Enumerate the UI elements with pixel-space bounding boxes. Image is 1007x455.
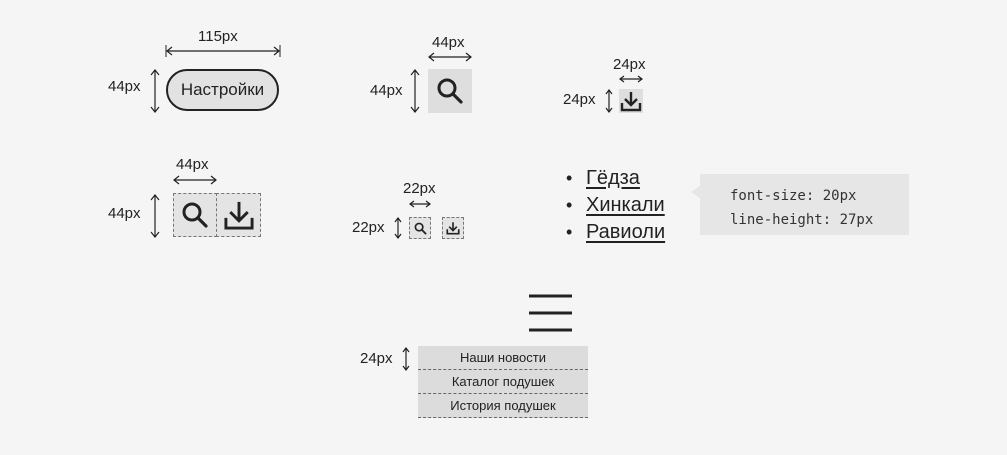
height-label: 44px	[108, 205, 141, 222]
settings-button[interactable]: Настройки	[166, 69, 279, 111]
nav-menu: Наши новости Каталог подушек История под…	[418, 346, 588, 418]
css-note: font-size: 20px line-height: 27px	[700, 174, 909, 235]
menu-item[interactable]: Наши новости	[418, 346, 588, 370]
settings-button-label: Настройки	[180, 80, 265, 99]
download-button[interactable]	[619, 89, 643, 113]
search-icon	[182, 202, 208, 228]
search-button[interactable]	[173, 193, 217, 237]
height-arrow	[394, 217, 402, 239]
link-list: Гёдза Хинкали Равиоли	[566, 165, 665, 246]
width-arrow	[428, 52, 472, 62]
height-arrow	[402, 347, 410, 371]
width-label: 22px	[403, 180, 436, 197]
search-button[interactable]	[409, 217, 431, 239]
menu-item[interactable]: Каталог подушек	[418, 370, 588, 394]
height-label: 44px	[108, 78, 141, 95]
height-arrow	[410, 69, 420, 113]
hamburger-button[interactable]	[529, 294, 573, 334]
download-button[interactable]	[216, 193, 261, 237]
width-arrow	[619, 75, 643, 83]
list-item[interactable]: Равиоли	[566, 219, 665, 246]
list-link[interactable]: Хинкали	[586, 194, 665, 216]
height-label: 44px	[370, 82, 403, 99]
height-label: 24px	[360, 350, 393, 367]
search-button[interactable]	[428, 69, 472, 113]
height-label: 22px	[352, 219, 385, 236]
list-link[interactable]: Гёдза	[586, 167, 640, 189]
height-arrow	[605, 89, 613, 113]
width-label: 44px	[176, 156, 209, 173]
width-label: 115px	[198, 28, 238, 45]
callout-pointer	[691, 185, 701, 199]
css-line: font-size: 20px	[730, 188, 857, 204]
width-arrow	[173, 175, 217, 185]
width-label: 24px	[613, 56, 646, 73]
height-arrow	[150, 69, 160, 113]
list-link[interactable]: Равиоли	[586, 221, 666, 243]
height-arrow	[150, 194, 160, 238]
download-icon	[223, 201, 254, 230]
hamburger-icon	[529, 294, 572, 332]
width-label: 44px	[432, 34, 465, 51]
list-item[interactable]: Хинкали	[566, 192, 665, 219]
height-label: 24px	[563, 91, 596, 108]
menu-item[interactable]: История подушек	[418, 394, 588, 418]
css-line: line-height: 27px	[730, 212, 874, 228]
list-item[interactable]: Гёдза	[566, 165, 665, 192]
width-arrow	[165, 45, 281, 57]
download-icon	[620, 92, 642, 112]
search-icon	[414, 222, 427, 235]
search-icon	[437, 78, 463, 104]
download-icon	[446, 222, 460, 235]
width-arrow	[409, 200, 431, 208]
download-button[interactable]	[442, 217, 464, 239]
